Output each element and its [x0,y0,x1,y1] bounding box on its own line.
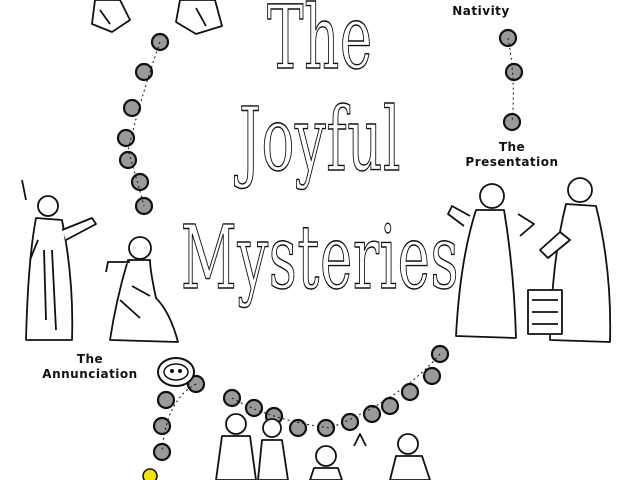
caption-presentation-line1: The [498,140,526,154]
presentation-figures [447,177,612,343]
bead [316,418,336,438]
bead [504,62,524,82]
visitation-figures [91,0,223,35]
angel-figure [21,179,97,341]
bead [152,442,172,462]
caption-presentation: The Presentation [452,140,572,170]
caption-nativity-text: Nativity [452,4,510,18]
bead [502,112,522,132]
bead [134,62,154,82]
caption-presentation-line2: Presentation [465,155,559,169]
bead [156,390,176,410]
bead [288,418,308,438]
temple-figures [215,413,431,480]
bead [340,412,360,432]
bead [152,416,172,436]
caption-annunciation-line2: Annunciation [42,367,138,381]
caption-nativity: Nativity [446,4,516,19]
bead [122,98,142,118]
title-line-2: Joyful [238,87,402,191]
bead [400,382,420,402]
bead [380,396,400,416]
caption-annunciation: The Annunciation [30,352,150,382]
title-line-1: The [267,0,373,90]
title-line-3: Mysteries [180,205,460,309]
bead [116,128,136,148]
bead [244,398,264,418]
bead [422,366,442,386]
caption-annunciation-line1: The [76,352,104,366]
mary-kneeling-figure [105,236,179,343]
highlight-bead [142,468,158,480]
rosary-medal [157,357,195,387]
